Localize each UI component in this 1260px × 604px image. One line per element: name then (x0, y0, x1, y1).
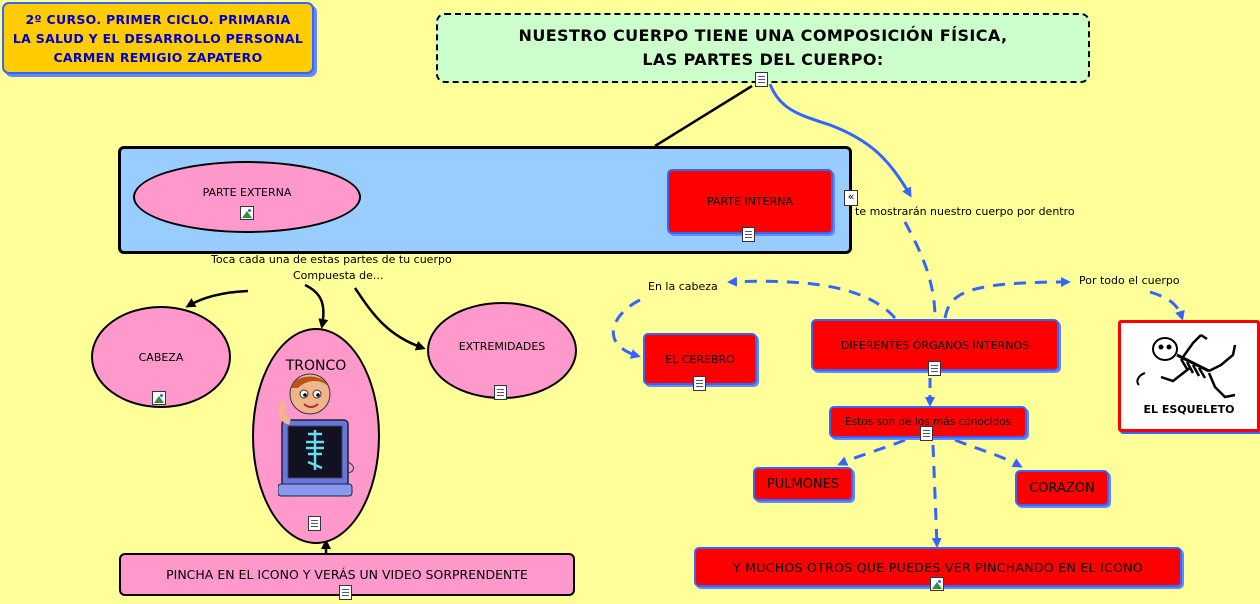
interna-desc-to-organos (903, 221, 937, 319)
en-cabeza-label: En la cabeza (648, 280, 718, 293)
collapse-icon[interactable]: « (844, 190, 858, 206)
document-icon[interactable] (928, 361, 941, 376)
conocidos-label: Estos son de los más conocidos (845, 416, 1011, 428)
parte-externa-label: PARTE EXTERNA (202, 185, 292, 199)
document-icon[interactable] (742, 227, 755, 242)
title-line-1: NUESTRO CUERPO TIENE UNA COMPOSICIÓN FÍS… (518, 26, 1008, 45)
video-note-node[interactable]: PINCHA EN EL ICONO Y VERÁS UN VIDEO SORP… (119, 553, 575, 596)
document-icon[interactable] (339, 585, 352, 600)
parte-externa-node[interactable]: PARTE EXTERNA (133, 161, 361, 233)
extremidades-label: EXTREMIDADES (458, 340, 546, 353)
arrow-to-cabeza (185, 289, 249, 308)
title-line-2: LAS PARTES DEL CUERPO: (642, 50, 884, 69)
title-to-interna-line (768, 83, 912, 198)
corazon-node[interactable]: CORAZÓN (1015, 470, 1109, 506)
course-header: 2º CURSO. PRIMER CICLO. PRIMARIA LA SALU… (2, 2, 314, 74)
toca-label: Toca cada una de estas partes de tu cuer… (211, 253, 452, 266)
header-line-2: LA SALUD Y EL DESARROLLO PERSONAL (12, 30, 304, 46)
pulmones-label: PULMONES (766, 476, 840, 492)
document-icon[interactable] (755, 72, 768, 87)
por-todo-to-esqueleto (1149, 290, 1185, 321)
title-to-parts-line (654, 84, 753, 148)
conocidos-to-corazon (954, 438, 1023, 468)
image-icon[interactable] (930, 577, 944, 591)
skeleton-picture (1136, 333, 1237, 399)
tronco-node[interactable]: TRONCO (252, 328, 380, 544)
header-line-3: CARMEN REMIGIO ZAPATERO (53, 49, 263, 65)
video-note-label: PINCHA EN EL ICONO Y VERÁS UN VIDEO SORP… (166, 567, 528, 582)
esqueleto-node[interactable]: EL ESQUELETO (1118, 320, 1260, 432)
image-icon[interactable] (152, 391, 166, 405)
interna-description-label: te mostrarán nuestro cuerpo por dentro (855, 205, 1075, 218)
arrow-to-tronco (304, 283, 329, 329)
cerebro-label: EL CEREBRO (665, 352, 735, 366)
pulmones-node[interactable]: PULMONES (753, 467, 853, 501)
document-icon[interactable] (693, 376, 706, 391)
image-icon[interactable] (240, 206, 254, 220)
organos-to-en-cabeza (727, 276, 897, 319)
tronco-xray-picture (278, 373, 354, 497)
conocidos-to-pulmones (837, 438, 906, 466)
en-cabeza-to-cerebro (611, 298, 641, 359)
compuesta-label: Compuesta de... (293, 269, 384, 282)
otros-label: Y MUCHOS OTROS QUE PUEDES VER PINCHANDO … (732, 559, 1144, 575)
parte-interna-node[interactable]: PARTE INTERNA (667, 169, 833, 234)
organos-label: DIFERENTES ÓRGANOS INTERNOS (840, 338, 1030, 352)
cabeza-label: CABEZA (138, 350, 184, 364)
tronco-label: TRONCO (285, 358, 347, 374)
conocidos-to-otros (931, 444, 942, 548)
header-line-1: 2º CURSO. PRIMER CICLO. PRIMARIA (25, 11, 291, 27)
parte-interna-label: PARTE INTERNA (706, 195, 793, 208)
main-title-node[interactable]: NUESTRO CUERPO TIENE UNA COMPOSICIÓN FÍS… (436, 13, 1090, 83)
document-icon[interactable] (494, 385, 507, 400)
por-todo-label: Por todo el cuerpo (1079, 274, 1180, 287)
organos-to-por-todo (943, 277, 1071, 319)
document-icon[interactable] (920, 426, 933, 441)
corazon-label: CORAZÓN (1029, 480, 1095, 496)
arrow-to-extremidades (353, 287, 426, 351)
esqueleto-label: EL ESQUELETO (1143, 403, 1235, 416)
document-icon[interactable] (308, 516, 321, 531)
